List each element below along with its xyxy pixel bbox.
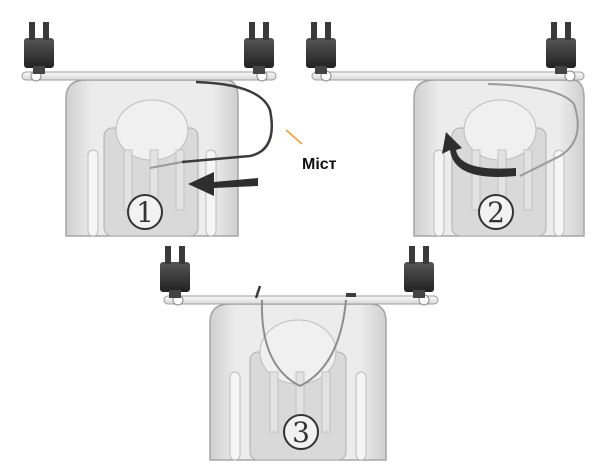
step-3-panel: 3 (160, 246, 439, 461)
step-1-number: 1 (136, 196, 154, 229)
mounting-bar (21, 71, 277, 81)
callout-line (285, 129, 303, 145)
heater-rib (523, 149, 533, 211)
mount-foot-left (160, 246, 190, 298)
step-2-badge (478, 194, 514, 230)
step-2-panel: 2 (306, 22, 585, 237)
mount-foot-left (24, 22, 54, 74)
step-3-number: 3 (292, 416, 310, 449)
callout-label: Міст (302, 156, 337, 173)
heater-rib (269, 371, 279, 433)
mounting-bar (311, 71, 585, 81)
heater-rib (175, 149, 185, 211)
mount-foot-left (306, 22, 336, 74)
strap-clip (346, 293, 356, 297)
rotate-arrow (442, 132, 516, 177)
step-1-panel: Міст 1 (21, 22, 337, 237)
mount-foot-right (404, 246, 434, 298)
bar-bolt (564, 70, 576, 82)
bridge-strap (181, 80, 273, 164)
heater-slot (433, 149, 445, 237)
heater-rib (321, 371, 331, 433)
step-1-badge (127, 194, 163, 230)
step-3-badge (283, 414, 319, 450)
mount-foot-right (546, 22, 576, 74)
step-2-number: 2 (487, 196, 505, 229)
heater-rib (471, 149, 481, 211)
heater-slot (229, 371, 241, 461)
heater-slot (553, 149, 565, 237)
bridge-strap-shadow (149, 161, 183, 169)
bridge-strap-loop (260, 299, 347, 388)
heater-slot (87, 149, 99, 237)
heater-slot (355, 371, 367, 461)
mount-foot-right (244, 22, 274, 74)
mounting-bar (163, 295, 439, 305)
strap-end (254, 285, 262, 299)
bridge-strap (487, 83, 579, 177)
insert-arrow (188, 172, 258, 196)
